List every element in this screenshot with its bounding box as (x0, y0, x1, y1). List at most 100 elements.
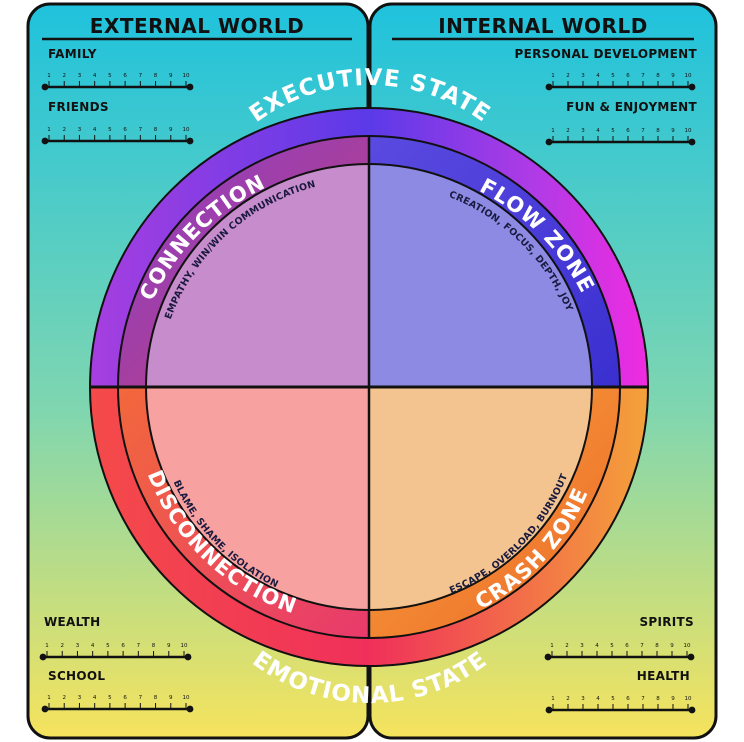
scale-tick-label: 1 (47, 695, 51, 701)
scale-tick-label: 8 (154, 73, 158, 79)
disconnection-quadrant (146, 387, 369, 610)
scale-tick-label: 7 (641, 696, 645, 702)
scale-tick-label: 9 (169, 127, 173, 133)
scale-tick-label: 4 (93, 695, 97, 701)
scale-tick-label: 10 (685, 128, 692, 134)
scale-tick-label: 3 (581, 73, 585, 79)
scale-tick-label: 8 (655, 643, 659, 649)
flow-quadrant (369, 164, 592, 387)
scale-tick-label: 6 (626, 696, 630, 702)
scale-tick-label: 1 (551, 696, 555, 702)
friends-label: FRIENDS (48, 100, 109, 114)
scale-tick-label: 2 (566, 73, 570, 79)
health-label: HEALTH (637, 669, 690, 683)
scale-tick-label: 10 (685, 73, 692, 79)
scale-start-dot (41, 83, 49, 91)
scale-tick-label: 7 (139, 695, 143, 701)
scale-tick-label: 2 (565, 643, 569, 649)
scale-tick-label: 5 (611, 73, 615, 79)
internal-world-title: INTERNAL WORLD (438, 14, 648, 38)
scale-tick-label: 2 (62, 127, 66, 133)
school-label: SCHOOL (48, 669, 105, 683)
scale-start-dot (545, 138, 553, 146)
scale-tick-label: 8 (656, 696, 660, 702)
scale-tick-label: 8 (154, 127, 158, 133)
scale-tick-label: 4 (93, 127, 97, 133)
scale-tick-label: 1 (551, 73, 555, 79)
scale-tick-label: 10 (183, 695, 190, 701)
scale-tick-label: 4 (596, 696, 600, 702)
scale-tick-label: 3 (581, 128, 585, 134)
scale-tick-label: 9 (671, 696, 675, 702)
scale-tick-label: 9 (671, 73, 675, 79)
scale-tick-label: 2 (62, 73, 66, 79)
scale-tick-label: 4 (596, 73, 600, 79)
scale-tick-label: 7 (641, 128, 645, 134)
scale-start-dot (41, 705, 49, 713)
scale-tick-label: 10 (685, 696, 692, 702)
scale-tick-label: 10 (684, 643, 691, 649)
family-label: FAMILY (48, 47, 97, 61)
scale-tick-label: 8 (656, 128, 660, 134)
scale-tick-label: 9 (169, 695, 173, 701)
scale-tick-label: 1 (550, 643, 554, 649)
scale-tick-label: 1 (551, 128, 555, 134)
scale-start-dot (545, 83, 553, 91)
scale-end-dot (186, 705, 194, 713)
scale-tick-label: 10 (181, 643, 188, 649)
scale-tick-label: 5 (611, 128, 615, 134)
scale-tick-label: 5 (610, 643, 614, 649)
scale-tick-label: 7 (139, 127, 143, 133)
scale-end-dot (688, 83, 696, 91)
connection-band (118, 136, 369, 387)
flow-band (369, 136, 620, 387)
scale-tick-label: 3 (78, 73, 82, 79)
scale-tick-label: 2 (60, 643, 64, 649)
scale-tick-label: 4 (91, 643, 95, 649)
scale-tick-label: 3 (580, 643, 584, 649)
scale-tick-label: 6 (123, 127, 127, 133)
scale-tick-label: 7 (640, 643, 644, 649)
scale-end-dot (688, 138, 696, 146)
crash-band (369, 387, 620, 638)
external-world-title: EXTERNAL WORLD (90, 14, 305, 38)
scale-end-dot (688, 706, 696, 714)
scale-tick-label: 6 (121, 643, 125, 649)
scale-tick-label: 7 (137, 643, 141, 649)
scale-tick-label: 5 (611, 696, 615, 702)
scale-tick-label: 9 (671, 128, 675, 134)
scale-tick-label: 5 (108, 695, 112, 701)
state-wheel: EXECUTIVE STATE EMOTIONAL STATE CONNECTI… (89, 65, 649, 709)
personal-development-label: PERSONAL DEVELOPMENT (515, 47, 698, 61)
connection-quadrant (146, 164, 369, 387)
scale-tick-label: 6 (626, 73, 630, 79)
disconnection-band (118, 387, 369, 638)
scale-tick-label: 6 (123, 73, 127, 79)
scale-tick-label: 1 (47, 73, 51, 79)
scale-tick-label: 3 (581, 696, 585, 702)
scale-start-dot (545, 706, 553, 714)
scale-tick-label: 3 (76, 643, 80, 649)
scale-tick-label: 6 (626, 128, 630, 134)
scale-tick-label: 4 (595, 643, 599, 649)
fun-enjoyment-label: FUN & ENJOYMENT (566, 100, 697, 114)
scale-tick-label: 8 (152, 643, 156, 649)
scale-tick-label: 3 (78, 127, 82, 133)
scale-tick-label: 6 (625, 643, 629, 649)
scale-tick-label: 9 (167, 643, 171, 649)
scale-tick-label: 5 (106, 643, 110, 649)
scale-tick-label: 9 (169, 73, 173, 79)
scale-tick-label: 6 (123, 695, 127, 701)
scale-start-dot (544, 653, 552, 661)
scale-tick-label: 8 (656, 73, 660, 79)
scale-end-dot (186, 137, 194, 145)
